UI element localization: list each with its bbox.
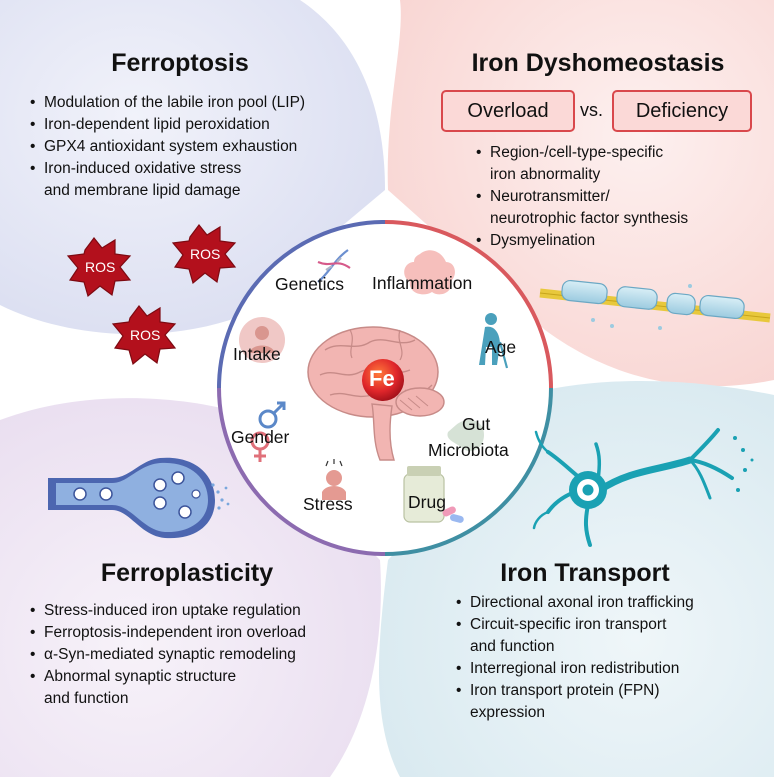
ros-burst-3 <box>111 305 177 366</box>
gender-symbols-icon <box>250 401 286 462</box>
ring-arc-teal <box>384 387 553 556</box>
list-item: Modulation of the labile iron pool (LIP) <box>30 92 305 114</box>
dyshomeostasis-list: Region-/cell-type-specific iron abnormal… <box>476 142 688 252</box>
list-item: Iron-dependent lipid peroxidation <box>30 114 305 136</box>
list-item: Iron-induced oxidative stress <box>30 158 305 180</box>
deficiency-box: Deficiency <box>612 90 752 132</box>
list-item: Region-/cell-type-specific <box>476 142 688 164</box>
list-item: Iron transport protein (FPN) <box>456 680 694 702</box>
list-item-continuation: and function <box>470 638 555 655</box>
list-item-continuation: neurotrophic factor synthesis <box>490 210 689 227</box>
factor-gender: Gender <box>231 427 290 447</box>
list-item-continuation: and function <box>44 690 129 707</box>
ros-label: ROS <box>130 327 161 343</box>
inflammation-blob-icon <box>404 250 455 295</box>
dna-helix-icon <box>317 249 351 283</box>
list-item: Neurotransmitter/ <box>476 186 688 208</box>
fe-label: Fe <box>369 366 395 391</box>
factor-age: Age <box>485 337 517 357</box>
ros-label: ROS <box>85 259 116 275</box>
ferroplasticity-title: Ferroplasticity <box>100 559 274 587</box>
transport-title: Iron Transport <box>500 559 670 587</box>
list-item: Circuit-specific iron transport <box>456 614 694 636</box>
ferroplasticity-list: Stress-induced iron uptake regulation Fe… <box>30 600 306 710</box>
vs-label: vs. <box>580 100 604 120</box>
transport-list: Directional axonal iron trafficking Circ… <box>456 592 694 724</box>
dyshomeostasis-title: Iron Dyshomeostasis <box>471 49 725 77</box>
person-silhouette-icon <box>239 317 285 363</box>
list-item: Interregional iron redistribution <box>456 658 694 680</box>
list-item: Ferroptosis-independent iron overload <box>30 622 306 644</box>
factor-intake: Intake <box>233 344 281 364</box>
fe-sphere-icon <box>362 359 404 401</box>
factor-drug: Drug <box>408 492 446 512</box>
list-item-continuation: iron abnormality <box>490 166 601 183</box>
factor-microbiota: Microbiota <box>428 440 509 460</box>
list-item: Directional axonal iron trafficking <box>456 592 694 614</box>
medicine-bottle-icon <box>403 466 464 523</box>
stressed-person-icon <box>322 459 346 500</box>
ring-arc-blue <box>217 220 386 389</box>
list-item-continuation: expression <box>470 704 545 721</box>
ros-burst-1 <box>66 237 132 298</box>
ferroptosis-list: Modulation of the labile iron pool (LIP)… <box>30 92 305 180</box>
ros-label: ROS <box>190 246 221 262</box>
synapse-terminal-icon <box>48 457 230 539</box>
list-item: GPX4 antioxidant system exhaustion <box>30 136 305 158</box>
elderly-person-icon <box>479 313 509 369</box>
ring-arc-red <box>384 220 553 389</box>
list-item: Abnormal synaptic structure <box>30 666 306 688</box>
list-item: Stress-induced iron uptake regulation <box>30 600 306 622</box>
factor-inflammation: Inflammation <box>372 273 473 293</box>
ros-burst-2 <box>171 224 237 285</box>
factor-stress: Stress <box>303 494 353 514</box>
neuron-soma-icon <box>569 436 754 509</box>
list-item: α-Syn-mediated synaptic remodeling <box>30 644 306 666</box>
factor-gut: Gut <box>462 414 491 434</box>
ferroptosis-title: Ferroptosis <box>111 49 249 77</box>
overload-box: Overload <box>441 90 575 132</box>
factor-genetics: Genetics <box>275 274 345 294</box>
myelinated-axon-icon <box>539 279 771 330</box>
ferroptosis-item-continuation: and membrane lipid damage <box>44 182 241 199</box>
ring-arc-purple <box>217 387 386 556</box>
gut-icon <box>447 419 485 452</box>
list-item: Dysmyelination <box>476 230 688 252</box>
